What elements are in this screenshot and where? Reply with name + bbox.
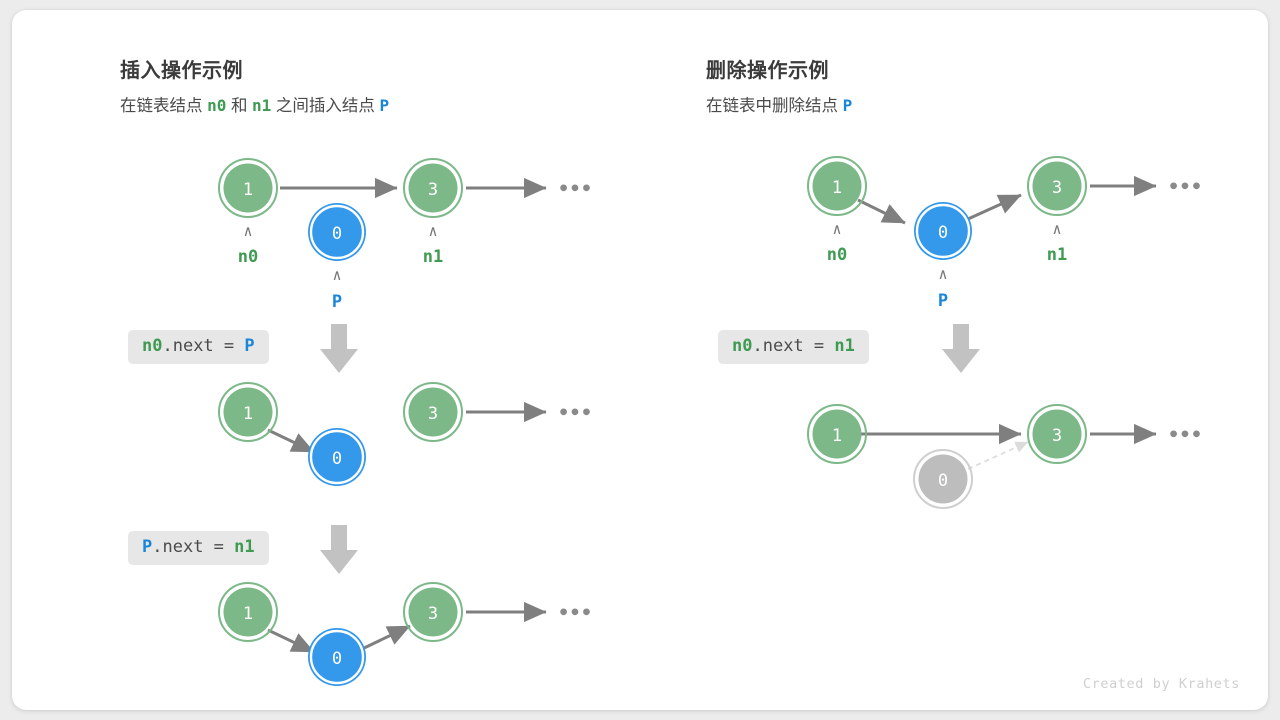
deletion-panel-title: 删除操作示例 <box>706 60 829 82</box>
subtitle-segment-1: 在链表中删除结点 <box>706 97 838 115</box>
node-label-n0: n0 <box>827 245 847 265</box>
node-value: 3 <box>1052 426 1062 446</box>
node-value: 3 <box>428 604 438 624</box>
code-step-1: n0.next = P <box>128 330 269 364</box>
down-block-arrow-icon <box>320 324 358 373</box>
code-token-mid: .next = <box>752 336 835 356</box>
node-label-n1: n1 <box>1047 245 1067 265</box>
node-p: 0 <box>308 428 366 486</box>
insertion-state-final: ••• 1 0 3 <box>12 578 640 693</box>
code-token-mid: .next = <box>152 537 235 557</box>
node-value: 0 <box>938 471 948 491</box>
code-step-2: P.next = n1 <box>128 531 269 565</box>
insertion-panel: 插入操作示例 在链表结点 n0 和 n1 之间插入结点 P ••• <box>12 10 640 710</box>
node-p: 0 <box>308 628 366 686</box>
ellipsis-dots: ••• <box>558 178 592 200</box>
subtitle-segment-2: 和 <box>230 97 248 115</box>
ellipsis-dots: ••• <box>558 602 592 624</box>
deletion-state-initial: ••• 1 ∧ n0 0 ∧ P <box>596 150 1268 325</box>
node-n0: 1 <box>807 156 867 216</box>
caret-up-icon: ∧ <box>428 222 437 240</box>
caret-up-icon: ∧ <box>332 266 341 284</box>
subtitle-segment-3: 之间插入结点 <box>275 97 375 115</box>
credit-watermark: Created by Krahets <box>1082 676 1240 692</box>
subtitle-token-n1: n1 <box>252 96 272 115</box>
ellipsis-dots: ••• <box>558 402 592 424</box>
node-value: 0 <box>332 649 342 669</box>
node-value: 1 <box>832 178 842 198</box>
ellipsis-dots: ••• <box>1168 176 1202 198</box>
code-token-mid: .next = <box>162 336 245 356</box>
node-n1: 3 <box>403 158 463 218</box>
code-step-1: n0.next = n1 <box>718 330 869 364</box>
node-n0: 1 <box>218 382 278 442</box>
caret-up-icon: ∧ <box>938 265 947 283</box>
node-p: 0 <box>914 202 972 260</box>
down-block-arrow-icon <box>320 525 358 574</box>
node-n1: 3 <box>1027 156 1087 216</box>
node-label-p: P <box>938 291 948 311</box>
node-value: 0 <box>938 223 948 243</box>
code-token-n0: n0 <box>142 336 163 356</box>
node-deleted-p: 0 <box>913 449 973 509</box>
node-label-p: P <box>332 292 342 312</box>
down-block-arrow-icon <box>942 324 980 373</box>
node-value: 0 <box>332 224 342 244</box>
node-n0: 1 <box>807 404 867 464</box>
caret-up-icon: ∧ <box>243 222 252 240</box>
node-value: 3 <box>428 180 438 200</box>
node-n0: 1 <box>218 582 278 642</box>
subtitle-token-p: P <box>842 96 853 115</box>
ellipsis-dots: ••• <box>1168 424 1202 446</box>
code-token-p: P <box>244 336 255 356</box>
edge-n0-to-p <box>857 198 906 225</box>
subtitle-token-p: P <box>379 96 390 115</box>
node-n0: 1 <box>218 158 278 218</box>
deletion-panel: 删除操作示例 在链表中删除结点 P ••• 1 <box>596 10 1268 710</box>
code-token-n0: n0 <box>732 336 753 356</box>
node-value: 3 <box>1052 178 1062 198</box>
node-value: 1 <box>243 180 253 200</box>
node-label-n0: n0 <box>238 247 258 267</box>
caret-up-icon: ∧ <box>832 220 841 238</box>
node-n1: 3 <box>403 582 463 642</box>
insertion-panel-title: 插入操作示例 <box>120 60 243 82</box>
code-token-n1: n1 <box>834 336 855 356</box>
diagram-card: 插入操作示例 在链表结点 n0 和 n1 之间插入结点 P ••• <box>12 10 1268 710</box>
caret-up-icon: ∧ <box>1052 220 1061 238</box>
node-value: 1 <box>243 404 253 424</box>
insertion-panel-subtitle: 在链表结点 n0 和 n1 之间插入结点 P <box>120 92 389 116</box>
subtitle-segment-1: 在链表结点 <box>120 97 203 115</box>
edge-n0-to-p <box>267 628 315 654</box>
code-token-p: P <box>142 537 153 557</box>
subtitle-token-n0: n0 <box>207 96 227 115</box>
insertion-state-initial: ••• 1 ∧ n0 0 ∧ P <box>12 150 640 320</box>
deletion-panel-subtitle: 在链表中删除结点 P <box>706 92 852 116</box>
node-n1: 3 <box>403 382 463 442</box>
deletion-state-final: ••• 1 0 3 <box>596 400 1268 520</box>
node-p: 0 <box>308 203 366 261</box>
edge-p-to-n1 <box>967 193 1022 221</box>
node-value: 3 <box>428 404 438 424</box>
edge-n0-to-p <box>267 428 315 454</box>
code-token-n1: n1 <box>234 537 255 557</box>
insertion-state-after-step-1: ••• 1 0 3 <box>12 378 640 488</box>
node-label-n1: n1 <box>423 247 443 267</box>
node-value: 0 <box>332 449 342 469</box>
edge-p-to-n1 <box>361 624 411 651</box>
node-n1: 3 <box>1027 404 1087 464</box>
edge-deleted-p-to-n1 <box>967 441 1029 470</box>
node-value: 1 <box>243 604 253 624</box>
node-value: 1 <box>832 426 842 446</box>
